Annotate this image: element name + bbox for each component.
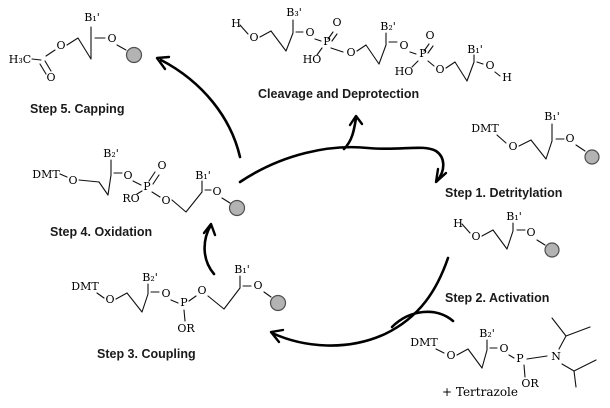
atom-ho: HO (395, 65, 414, 78)
atom-o: O (212, 185, 221, 198)
atom-base-b2: B₂' (380, 20, 396, 33)
atom-dmt: DMT (471, 122, 499, 135)
atom-base-b2: B₂' (103, 147, 119, 160)
arrow-phosphoramidite-merge (390, 310, 455, 329)
atom-dmt: DMT (410, 336, 438, 349)
atom-base-b1: B₁' (506, 210, 522, 223)
atom-or: OR (177, 322, 195, 335)
arrowhead (348, 114, 364, 127)
atom-o: O (253, 279, 262, 292)
bond (96, 275, 272, 322)
structure-oxidation: DMT O B₂' O P O RO O B₁' O Step 4. Oxida… (32, 147, 246, 239)
structure-activation: H O B₁' O Step 2. Activation (445, 210, 560, 305)
bond (435, 317, 597, 388)
caption-step1: Step 1. Detritylation (445, 186, 562, 200)
solid-support-bead (544, 242, 560, 258)
atom-o: O (499, 342, 508, 355)
atom-o: O (123, 169, 132, 182)
caption-step2: Step 2. Activation (445, 291, 549, 305)
atom-o-double: O (332, 16, 341, 29)
atom-base-b1: B₁' (195, 169, 211, 182)
arrowhead (202, 222, 217, 237)
atom-p: P (323, 35, 331, 48)
atom-h: H (502, 71, 512, 84)
structure-cleavage: H O B₃' O P O HO O B₂' O P O HO O B₁' O … (231, 6, 512, 101)
atom-base-b1: B₁' (234, 263, 250, 276)
atom-o-link: O (107, 32, 116, 45)
bond (31, 26, 127, 75)
atom-o: O (399, 39, 408, 52)
atom-p: P (143, 180, 151, 193)
atom-h: H (231, 17, 241, 30)
cycle-arrows (155, 55, 455, 347)
arrow-step3-to-step4 (203, 223, 216, 276)
arrow-cycle-to-step1 (238, 145, 445, 184)
atom-o-double: O (157, 159, 166, 172)
atom-base-b3: B₃' (286, 6, 302, 19)
atom-o: O (305, 26, 314, 39)
atom-base-b1: B₁' (84, 11, 100, 24)
arrowhead (434, 167, 448, 184)
caption-step3: Step 3. Coupling (97, 347, 196, 361)
atom-o: O (565, 132, 574, 145)
atom-ro: RO (122, 192, 139, 205)
atom-o: O (161, 287, 170, 300)
atom-o: O (485, 59, 494, 72)
caption-cleavage: Cleavage and Deprotection (258, 87, 419, 101)
atom-o: O (471, 230, 480, 243)
atom-o-double: O (425, 29, 434, 42)
atom-o: O (508, 140, 517, 153)
atom-o: O (446, 349, 455, 362)
atom-o: O (526, 226, 535, 239)
bond (239, 19, 501, 82)
atom-h3c: H₃C (9, 53, 31, 66)
solid-support-bead (125, 46, 143, 64)
structure-detritylation: DMT O B₁' O Step 1. Detritylation (445, 110, 600, 200)
atom-h: H (453, 217, 463, 230)
atom-p: P (180, 296, 188, 309)
atom-or: OR (521, 377, 539, 390)
atom-o: O (346, 46, 355, 59)
atom-o: O (197, 284, 206, 297)
atom-base-b1: B₁' (544, 110, 560, 123)
atom-dmt: DMT (32, 168, 60, 181)
caption-step5: Step 5. Capping (30, 102, 124, 116)
atom-base-b2: B₂' (479, 327, 495, 340)
atom-base-b2: B₂' (142, 271, 158, 284)
solid-support-bead (228, 199, 246, 217)
atom-ho: HO (303, 53, 322, 66)
atom-o: O (105, 293, 114, 306)
atom-dmt: DMT (71, 280, 99, 293)
solid-support-bead (269, 294, 287, 312)
tetrazole-note: + Tertrazole (442, 385, 518, 399)
atom-p: P (516, 352, 524, 365)
atom-o-ester: O (56, 39, 65, 52)
bond (496, 123, 586, 160)
bond (59, 159, 231, 213)
arrowhead (269, 328, 285, 344)
atom-o: O (161, 194, 170, 207)
atom-o: O (435, 63, 444, 76)
atom-n: N (551, 350, 561, 363)
bond (461, 222, 546, 250)
arrow-step2-to-step3 (270, 256, 450, 347)
atom-o: O (249, 31, 258, 44)
arrowhead (155, 55, 171, 71)
arrow-branch-to-cleavage (342, 116, 358, 151)
arrow-to-step5-capping (159, 58, 242, 159)
atom-base-b1: B₁' (467, 43, 483, 56)
structure-coupling: DMT O B₂' O P OR O B₁' O Step 3. Couplin… (71, 263, 287, 361)
caption-step4: Step 4. Oxidation (50, 225, 152, 239)
atom-p: P (419, 47, 427, 60)
solid-support-bead (584, 149, 600, 165)
atom-o-carbonyl: O (46, 71, 55, 84)
structure-capping: H₃C O O B₁' O Step 5. Capping (9, 11, 143, 116)
structure-phosphoramidite: DMT O B₂' O P N OR + Tertrazole (410, 317, 597, 399)
atom-o: O (68, 174, 77, 187)
